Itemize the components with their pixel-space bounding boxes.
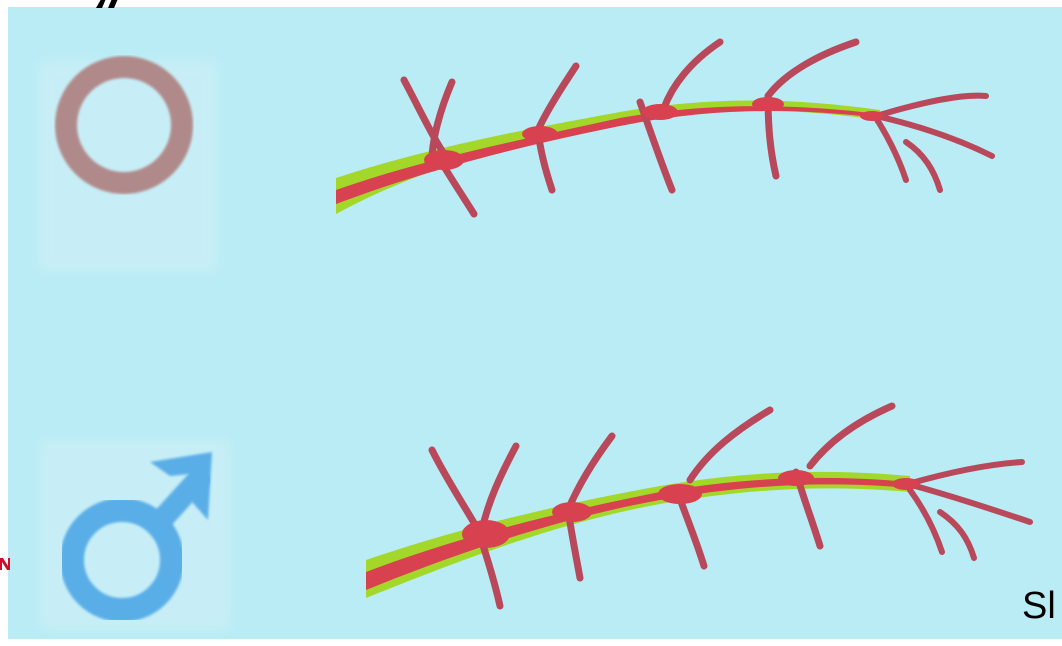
male-vessel <box>366 406 1030 606</box>
venus-icon <box>38 60 218 272</box>
male-vessel-sheath <box>366 472 910 598</box>
mars-icon <box>40 440 230 630</box>
male-branches <box>432 406 1030 606</box>
female-vessel-sheath <box>336 100 880 214</box>
corner-text: Sl <box>1022 586 1056 626</box>
female-branches <box>404 42 992 214</box>
female-vessel <box>336 42 992 214</box>
